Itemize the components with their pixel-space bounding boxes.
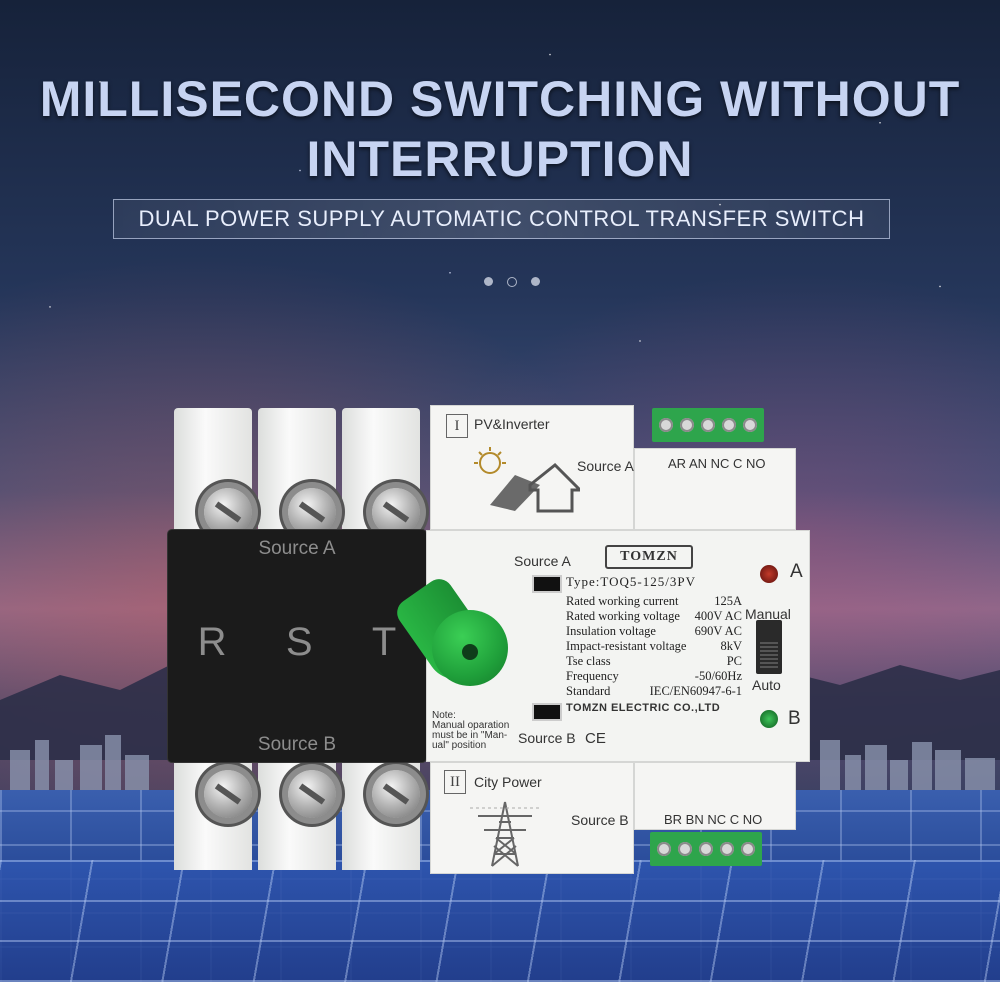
headline-line-2: INTERRUPTION (306, 131, 694, 187)
cover-source-b-label: Source B (257, 734, 337, 755)
subtitle-text: DUAL POWER SUPPLY AUTOMATIC CONTROL TRAN… (138, 206, 865, 231)
terminal-screw (372, 770, 420, 818)
phase-label: S (285, 620, 313, 664)
input-1-label: PV&Inverter (474, 416, 550, 432)
source-a-indicator-window (532, 575, 562, 593)
input-2-terminals: BR BN NC C NO (664, 812, 763, 827)
solar-house-icon (474, 447, 580, 513)
headline-line-1: MILLISECOND SWITCHING WITHOUT (39, 71, 961, 127)
source-b-terminal-block[interactable] (650, 832, 762, 866)
subtitle-banner: DUAL POWER SUPPLY AUTOMATIC CONTROL TRAN… (113, 199, 890, 239)
input-2-source: Source B (571, 812, 629, 828)
terminal-screw (372, 488, 420, 536)
input-1-roman: I (446, 414, 468, 438)
manual-label: Manual (745, 606, 791, 622)
ce-mark: CE (585, 730, 606, 747)
terminal-screw (288, 770, 336, 818)
transfer-switch-device: I PV&Inverter Source A AR AN NC C NO Sou… (160, 400, 810, 880)
source-b-terminal-housing (634, 762, 796, 830)
carousel-dots (484, 277, 540, 287)
source-b-led (760, 710, 778, 728)
input-1-terminals: AR AN NC C NO (668, 456, 766, 471)
source-b-indicator-window (532, 703, 562, 721)
source-a-led (760, 565, 778, 583)
carousel-dot[interactable] (531, 277, 540, 286)
manual-note: Note: Manual oparation must be in "Man- … (432, 710, 510, 751)
source-a-housing (430, 405, 634, 530)
power-tower-icon (470, 801, 540, 867)
led-a-label: A (790, 561, 803, 582)
phase-label: T (371, 620, 397, 664)
terminal-screw (204, 770, 252, 818)
cover-source-a-label: Source A (258, 538, 336, 559)
source-a-terminal-housing (634, 448, 796, 530)
terminal-cover: Source A R S T Source B (168, 530, 426, 762)
input-2-label: City Power (474, 774, 542, 790)
brand-logo: TOMZN (605, 545, 693, 569)
input-2-roman: II (444, 770, 466, 794)
handle-hub (462, 644, 478, 660)
phase-labels: R S T (168, 620, 426, 665)
phase-label: R (197, 620, 227, 664)
carousel-dot[interactable] (484, 277, 493, 286)
terminal-screw (288, 488, 336, 536)
manual-auto-switch[interactable] (756, 620, 782, 674)
source-a-terminal-block[interactable] (652, 408, 764, 442)
type-label: Type:TOQ5-125/3PV (566, 574, 696, 589)
solar-panels-near (0, 860, 1000, 982)
carousel-dot-active[interactable] (507, 277, 517, 287)
source-b-housing (430, 762, 634, 874)
led-b-label: B (788, 708, 801, 729)
company-name: TOMZN ELECTRIC CO.,LTD (566, 702, 721, 714)
terminal-screw (204, 488, 252, 536)
auto-label: Auto (752, 677, 781, 693)
input-1-source: Source A (577, 458, 634, 474)
panel-source-a-label: Source A (514, 553, 571, 569)
panel-source-b-label: Source B (518, 730, 576, 746)
